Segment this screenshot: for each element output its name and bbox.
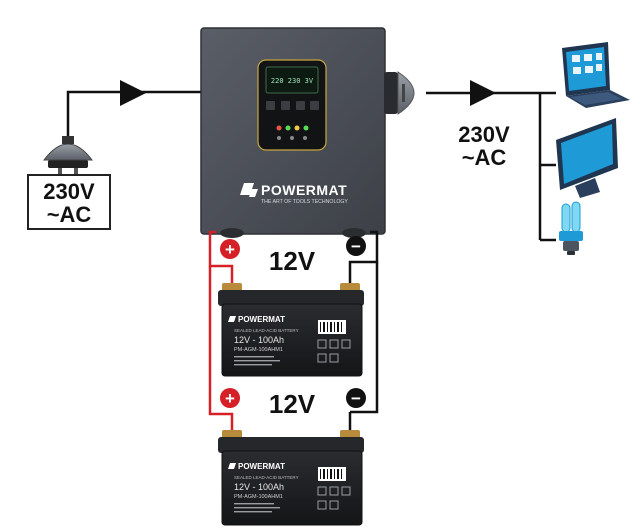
battery-bottom: POWERMAT SEALED LEAD-ACID BATTERY 12V - … [218,430,364,526]
minus-icon-top: − [346,236,366,256]
inverter-status-leds [276,125,309,140]
battery-top: POWERMAT SEALED LEAD-ACID BATTERY 12V - … [218,283,364,377]
input-voltage-line1: 230V [43,179,95,204]
inverter-logo: POWERMAT THE ART OF TOOLS TECHNOLOGY [240,182,348,205]
output-plug-icon [384,71,415,115]
voltage-label-bottom: 12V [269,389,316,419]
svg-text:−: − [351,389,361,408]
battery-bottom-brand: POWERMAT [238,462,285,471]
input-arrow [120,80,146,106]
output-voltage-line2: ~AC [462,145,507,170]
inverter-unit: 220 230 3V POWERMAT THE ART OF TOOLS TEC… [200,27,386,238]
input-wire [66,90,205,150]
input-plug-icon [42,136,94,174]
plus-icon-top: + [220,239,240,259]
minus-icon-bottom: − [346,388,366,408]
inverter-buttons [266,101,319,110]
output-voltage-line1: 230V [458,122,510,147]
plus-icon-bottom: + [220,388,240,408]
inverter-tagline: THE ART OF TOOLS TECHNOLOGY [261,199,348,205]
inverter-lcd-text: 220 230 3V [271,77,314,85]
battery-bottom-code: PM-AGM-100AHM1 [234,494,283,500]
input-voltage-box: 230V ~AC [27,174,111,230]
inverter-lcd [265,66,319,94]
battery-bottom-caption: SEALED LEAD-ACID BATTERY [234,475,299,480]
svg-text:−: − [351,237,361,256]
svg-text:+: + [225,389,235,408]
input-voltage-line2: ~AC [47,202,92,227]
bulb-icon [559,201,583,255]
output-arrow [470,80,496,106]
battery-top-model: 12V - 100Ah [234,335,284,345]
battery-top-code: PM-AGM-100AHM1 [234,347,283,353]
battery-bottom-model: 12V - 100Ah [234,482,284,492]
laptop-icon [562,42,630,108]
voltage-label-top: 12V [269,246,316,276]
battery-top-brand: POWERMAT [238,315,285,324]
positive-wire [208,230,234,432]
svg-text:+: + [225,240,235,259]
monitor-icon [556,118,618,198]
negative-wire [348,230,379,432]
battery-top-caption: SEALED LEAD-ACID BATTERY [234,328,299,333]
inverter-brand: POWERMAT [261,182,347,198]
